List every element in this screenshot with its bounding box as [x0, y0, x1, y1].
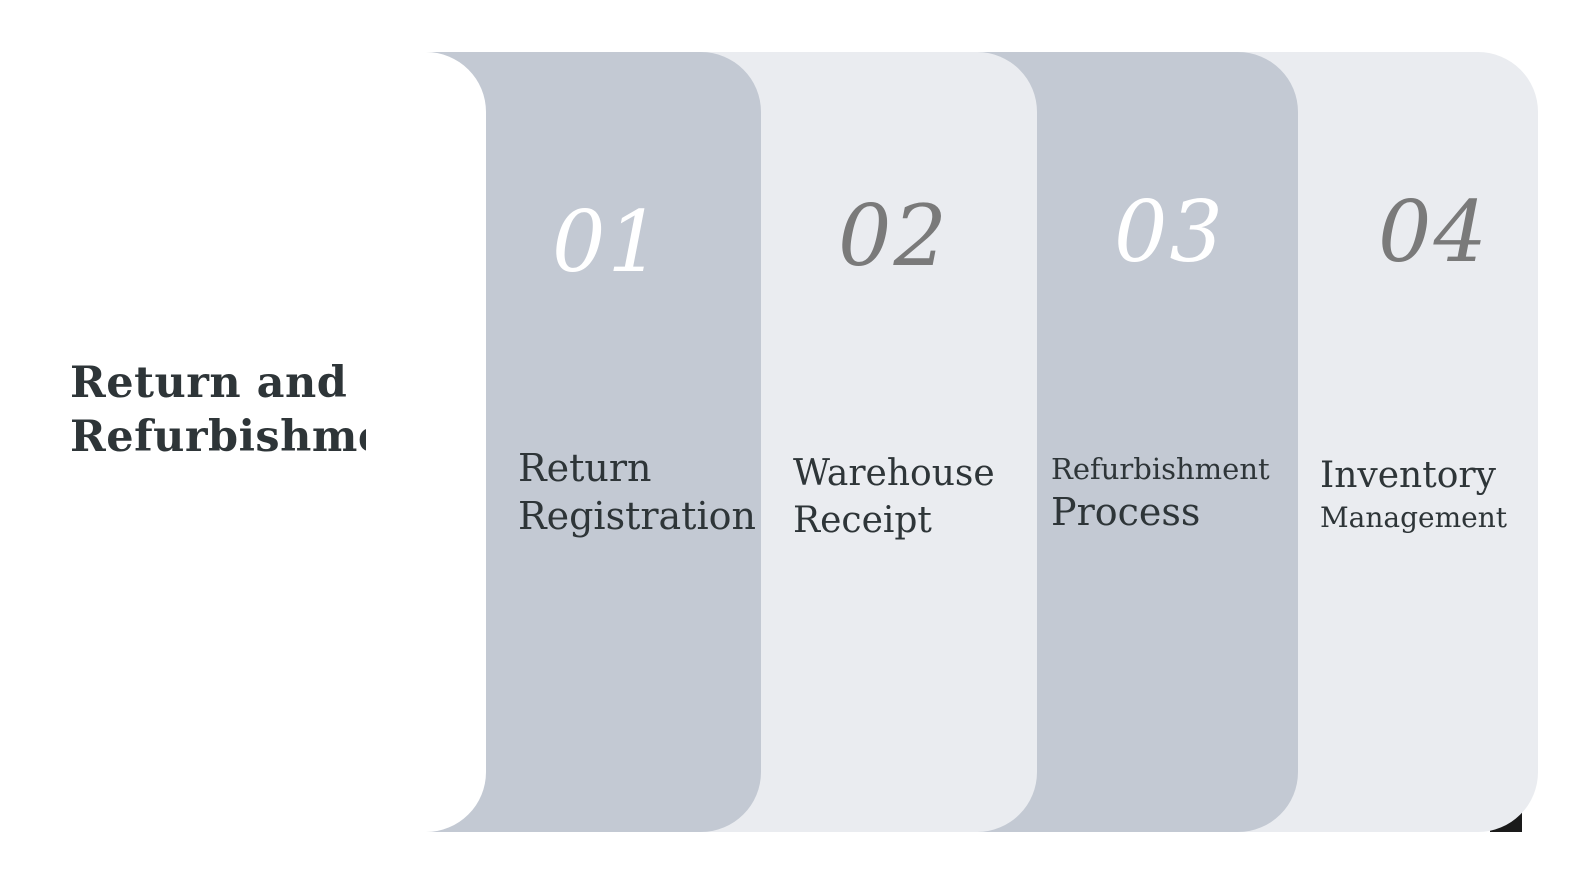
step-number-1: 01	[552, 193, 663, 291]
step-number-3: 03	[1114, 183, 1225, 281]
step-label-4: Inventory Management	[1320, 454, 1507, 538]
step-1-line-2: Registration	[518, 494, 756, 538]
title-line-1: Return and	[70, 358, 348, 408]
step-number-2: 02	[838, 187, 949, 285]
step-4-line-1: Inventory	[1320, 455, 1496, 496]
step-4-line-2: Management	[1320, 501, 1507, 534]
step-number-4: 04	[1378, 183, 1489, 281]
step-2-line-2: Receipt	[793, 500, 932, 541]
step-label-3: Refurbishment Process	[1051, 450, 1270, 536]
step-label-1: Return Registration	[518, 444, 756, 540]
step-label-2: Warehouse Receipt	[793, 450, 995, 544]
step-3-line-2: Process	[1051, 490, 1201, 534]
step-3-line-1: Refurbishment	[1051, 452, 1270, 486]
panel-mask	[366, 52, 486, 832]
step-2-line-1: Warehouse	[793, 453, 995, 494]
step-1-line-1: Return	[518, 446, 652, 490]
